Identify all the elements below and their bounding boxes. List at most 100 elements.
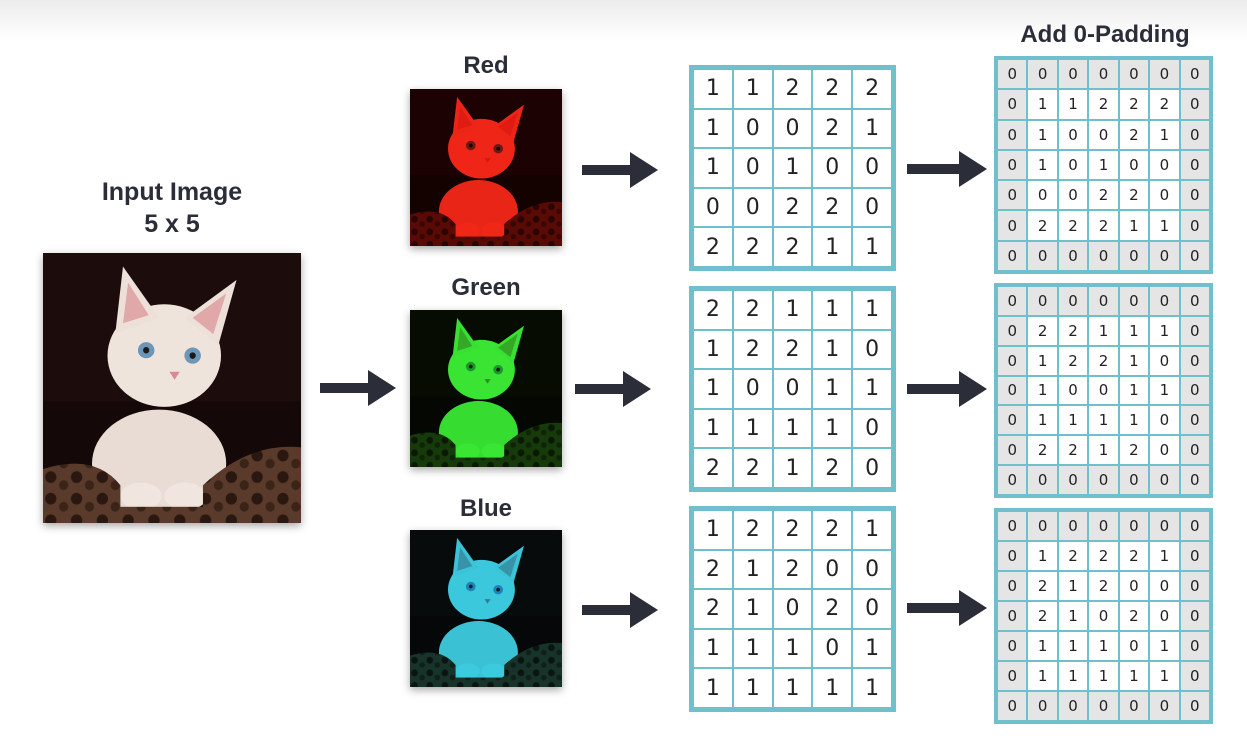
matrix-cell: 1 — [772, 628, 813, 669]
padded-matrix-cell: 0 — [1118, 691, 1150, 721]
padded-matrix-cell: 2 — [1027, 571, 1058, 601]
matrix-cell: 2 — [772, 187, 813, 228]
padded-matrix-cell: 0 — [997, 149, 1028, 181]
padded-matrix-cell: 0 — [1179, 571, 1210, 601]
padded-matrix-cell: 0 — [997, 465, 1028, 495]
matrix-cell: 1 — [852, 369, 892, 409]
padded-matrix-cell: 0 — [1179, 119, 1210, 150]
padded-matrix-cell: 0 — [1179, 541, 1210, 571]
matrix-cell: 1 — [852, 227, 892, 267]
padded-matrix-cell: 0 — [1179, 180, 1210, 211]
padded-matrix-cell: 1 — [1088, 435, 1119, 466]
matrix-cell: 1 — [732, 668, 773, 708]
padded-matrix-cell: 0 — [1179, 435, 1210, 466]
matrix-cell: 0 — [732, 369, 773, 409]
padded-matrix-cell: 0 — [1088, 59, 1119, 90]
padded-matrix-cell: 0 — [1149, 511, 1180, 541]
padded-matrix-cell: 0 — [1179, 286, 1210, 316]
padded-matrix-cell: 0 — [1057, 149, 1089, 181]
matrix-cell: 2 — [693, 227, 733, 267]
padded-matrix-cell: 2 — [1118, 541, 1150, 571]
padded-matrix-cell: 0 — [997, 59, 1028, 90]
padded-matrix-cell: 0 — [1149, 286, 1180, 316]
padded-matrix-cell: 2 — [1149, 89, 1180, 120]
padded-matrix-cell: 0 — [1118, 631, 1150, 661]
padded-matrix-cell: 0 — [1149, 435, 1180, 466]
padded-matrix-cell: 0 — [1088, 240, 1119, 271]
padded-matrix-cell: 0 — [1027, 286, 1058, 316]
matrix-cell: 1 — [812, 329, 853, 370]
matrix-cell: 1 — [693, 668, 733, 708]
padded-matrix-cell: 2 — [1118, 180, 1150, 211]
padded-matrix-cell: 0 — [1179, 89, 1210, 120]
padded-matrix-cell: 0 — [1179, 149, 1210, 181]
padded-matrix-cell: 0 — [1179, 345, 1210, 376]
matrix-cell: 1 — [732, 549, 773, 590]
padded-matrix-cell: 0 — [1088, 691, 1119, 721]
padded-matrix-cell: 2 — [1057, 541, 1089, 571]
matrix-cell: 0 — [812, 628, 853, 669]
matrix-cell: 2 — [693, 589, 733, 629]
matrix-cell: 1 — [812, 668, 853, 708]
matrix-cell: 0 — [852, 589, 892, 629]
matrix-cell: 1 — [852, 668, 892, 708]
padded-matrix-cell: 0 — [997, 286, 1028, 316]
matrix-cell: 2 — [693, 549, 733, 590]
padded-matrix-cell: 0 — [1057, 240, 1089, 271]
matrix-cell: 0 — [852, 408, 892, 449]
padded-matrix-cell: 0 — [1149, 691, 1180, 721]
padded-matrix-cell: 1 — [1118, 210, 1150, 241]
padded-matrix-cell: 2 — [1088, 180, 1119, 211]
padded-matrix-cell: 0 — [1027, 180, 1058, 211]
matrix-cell: 1 — [812, 408, 853, 449]
padded-matrix-cell: 0 — [1149, 180, 1180, 211]
padded-matrix-cell: 0 — [997, 315, 1028, 346]
padded-matrix-cell: 1 — [1057, 405, 1089, 436]
padded-matrix-cell: 0 — [1179, 601, 1210, 631]
padded-matrix-cell: 0 — [997, 435, 1028, 466]
matrix-cell: 0 — [732, 108, 773, 149]
padded-matrix-cell: 0 — [1057, 691, 1089, 721]
padded-matrix-cell: 0 — [1179, 661, 1210, 691]
padded-matrix-cell: 0 — [1149, 149, 1180, 181]
padded-matrix-cell: 1 — [1027, 631, 1058, 661]
padded-matrix-cell: 0 — [997, 210, 1028, 241]
padded-matrix-cell: 1 — [1149, 119, 1180, 150]
padded-matrix-cell: 1 — [1149, 541, 1180, 571]
padding-label: Add 0-Padding — [1020, 21, 1190, 48]
padded-matrix-cell: 1 — [1149, 375, 1180, 406]
matrix-cell: 2 — [772, 227, 813, 267]
padded-matrix-cell: 1 — [1149, 210, 1180, 241]
padded-matrix-cell: 0 — [997, 345, 1028, 376]
matrix-cell: 2 — [772, 549, 813, 590]
padded-matrix-cell: 2 — [1088, 210, 1119, 241]
matrix-cell: 0 — [732, 187, 773, 228]
padded-matrix-cell: 0 — [1179, 691, 1210, 721]
padded-matrix-cell: 0 — [1118, 59, 1150, 90]
matrix-cell: 2 — [812, 589, 853, 629]
padded-matrix-cell: 0 — [1118, 240, 1150, 271]
matrix-cell: 0 — [852, 187, 892, 228]
padded-matrix-cell: 1 — [1088, 315, 1119, 346]
matrix-cell: 2 — [693, 448, 733, 488]
padded-matrix-cell: 1 — [1118, 345, 1150, 376]
padded-matrix-cell: 2 — [1057, 345, 1089, 376]
padded-matrix-cell: 0 — [1149, 59, 1180, 90]
matrix-cell: 2 — [732, 290, 773, 330]
padded-matrix-cell: 0 — [997, 180, 1028, 211]
padded-matrix-cell: 1 — [1027, 541, 1058, 571]
padded-matrix-cell: 0 — [1027, 511, 1058, 541]
padded-matrix-cell: 1 — [1027, 119, 1058, 150]
padded-matrix-cell: 1 — [1118, 315, 1150, 346]
padded-matrix-cell: 2 — [1088, 541, 1119, 571]
matrix-cell: 2 — [732, 510, 773, 550]
padded-matrix-cell: 0 — [1027, 465, 1058, 495]
padded-matrix-cell: 1 — [1027, 345, 1058, 376]
padded-matrix-cell: 0 — [1149, 465, 1180, 495]
matrix-cell: 0 — [852, 448, 892, 488]
right-arrow-icon — [320, 370, 396, 406]
